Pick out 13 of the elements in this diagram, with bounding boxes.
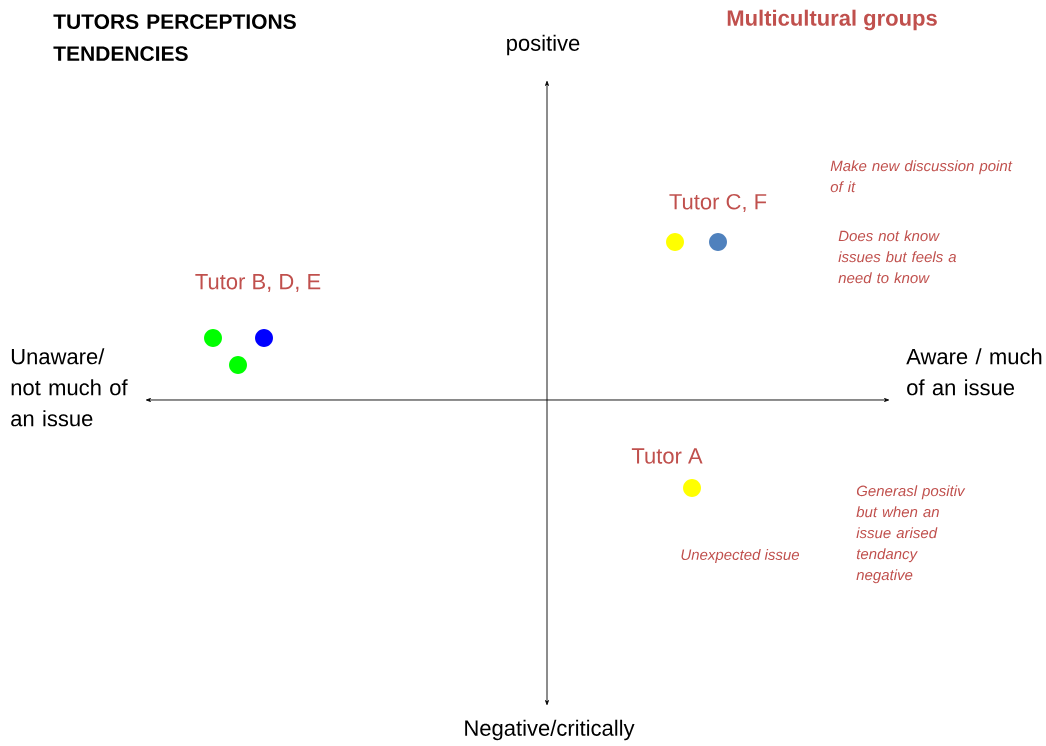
note-text: Make new discussion point of it: [830, 160, 1013, 193]
group-heading: Multicultural groups: [727, 9, 937, 31]
axis-label: positive: [507, 34, 580, 56]
note-text: Unexpected issue: [681, 549, 800, 563]
note-text: Does not know issues but feels a need to know: [838, 230, 957, 284]
tutor-label: Tutor A: [631, 448, 703, 464]
axis-label: Aware / much of an issue: [906, 348, 1042, 396]
note-text: Generasl positiv but when an issue arised tendancy negative: [856, 485, 966, 584]
chart-title: TUTORS PERCEPTIONS TENDENCIES: [53, 14, 296, 62]
axis-label: Negative/critically: [465, 719, 635, 741]
tutor-label: Tutor C, F: [669, 193, 767, 213]
tutor-label: Tutor B, D, E: [195, 274, 321, 292]
axis-label: Unaware/ not much of an issue: [11, 348, 128, 427]
